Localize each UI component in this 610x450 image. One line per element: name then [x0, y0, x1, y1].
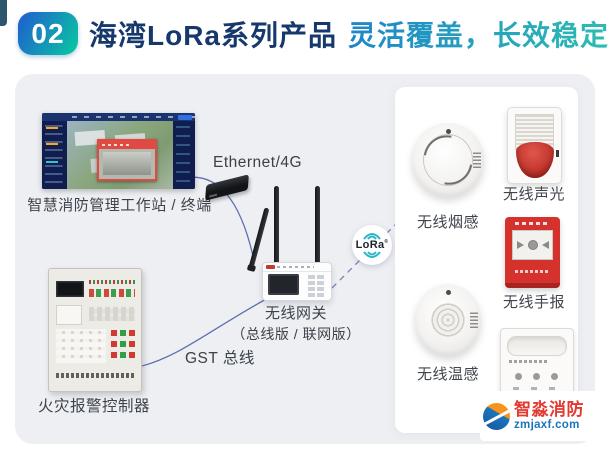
lora-arc-bottom-icon — [363, 250, 381, 258]
gateway-faceplate-text — [263, 263, 331, 272]
controller-led-row — [89, 280, 135, 284]
ethernet-adapter-image — [205, 174, 249, 201]
alarm-popup-header — [99, 141, 155, 149]
strobe-red-dome — [515, 142, 554, 178]
diagram-panel: 智慧消防管理工作站 / 终端 Ethernet/4G 无线网关 （总线版 / 联… — [15, 74, 600, 444]
arrow-left-icon — [541, 241, 549, 249]
gateway-image — [262, 262, 332, 301]
dashboard-right-sidebar — [173, 121, 195, 189]
section-number-badge: 02 — [18, 12, 78, 55]
smoke-detector-label: 无线烟感 — [416, 214, 479, 231]
io-module-indicator-labels — [513, 387, 561, 390]
arrow-right-icon — [516, 241, 524, 249]
dashboard-aerial-view — [67, 121, 173, 189]
call-point-glass — [512, 230, 553, 260]
detector-side-vent — [473, 152, 481, 168]
dashboard-button — [178, 115, 192, 120]
controller-mid-buttons — [89, 307, 135, 321]
heat-detector-grille — [431, 303, 465, 337]
detector-ring — [423, 134, 473, 186]
registered-mark: ® — [384, 238, 389, 245]
sounder-strobe-label: 无线声光 — [502, 186, 565, 203]
alarm-popup — [97, 139, 157, 181]
gst-bus-label: GST 总线 — [185, 350, 255, 367]
sounder-strobe-image — [507, 107, 562, 184]
gateway-screen — [268, 274, 299, 295]
press-point-icon — [527, 240, 538, 250]
watermark-logo-icon — [483, 402, 510, 430]
controller-model-text — [56, 373, 134, 378]
detector-led — [446, 129, 451, 134]
watermark-text: 智淼消防 zmjaxf.com — [514, 401, 584, 431]
gateway-variant-label: （总线版 / 联网版） — [231, 326, 361, 342]
header: 02 海湾LoRa系列产品 灵活覆盖，长效稳定 — [18, 12, 609, 55]
workstation-label: 智慧消防管理工作站 / 终端 — [27, 197, 212, 214]
io-module-image — [500, 328, 574, 402]
gateway-antenna-left — [249, 207, 270, 267]
controller-label-card — [56, 305, 82, 325]
gateway-buttons — [308, 275, 315, 279]
dashboard-navbar — [42, 113, 195, 121]
gateway-label: 无线网关 — [264, 305, 327, 322]
watermark-site: zmjaxf.com — [514, 418, 580, 431]
dashboard-sidebar-highlights — [46, 127, 58, 129]
controller-top-buttons — [89, 289, 135, 297]
workstation-screenshot — [42, 113, 195, 189]
controller-display — [56, 281, 84, 297]
controller-label: 火灾报警控制器 — [37, 398, 150, 415]
page-title: 海湾LoRa系列产品 — [89, 19, 338, 51]
controller-red-green-buttons — [111, 330, 117, 336]
sounder-side-button — [556, 150, 559, 157]
lora-arc-top-icon — [363, 232, 381, 240]
detector-slot-arc — [414, 125, 482, 195]
heat-detector-label: 无线温感 — [416, 366, 479, 383]
detector-led — [446, 290, 451, 295]
watermark: 智淼消防 zmjaxf.com — [480, 391, 600, 441]
io-module-text — [509, 360, 549, 363]
lora-logo: LoRa® — [352, 225, 392, 265]
page-subtitle: 灵活覆盖，长效稳定 — [348, 14, 609, 54]
heat-detector-image — [415, 284, 481, 356]
manual-call-point-label: 无线手报 — [502, 294, 565, 311]
corner-decoration — [0, 0, 7, 26]
call-point-caption — [515, 270, 549, 273]
gateway-antenna-middle — [272, 186, 281, 269]
dashboard-left-sidebar — [42, 121, 67, 189]
alarm-camera-view — [103, 152, 151, 175]
io-module-slot — [507, 336, 567, 356]
io-module-indicators — [515, 373, 522, 380]
wireless-devices-panel: 无线烟感 无线声光 无线手报 — [395, 87, 578, 433]
ethernet-label: Ethernet/4G — [213, 154, 303, 171]
smoke-detector-image — [412, 123, 484, 197]
controller-keypad — [56, 329, 106, 363]
fire-controller-image — [48, 268, 142, 392]
manual-call-point-image — [505, 217, 560, 288]
section-number: 02 — [31, 17, 65, 49]
gateway-brand-mark — [266, 265, 275, 269]
detector-side-vent — [470, 312, 478, 328]
call-point-logo-text — [515, 222, 549, 225]
watermark-brand: 智淼消防 — [514, 400, 584, 420]
gateway-antenna-right — [313, 186, 322, 269]
lora-label: LoRa® — [355, 238, 389, 251]
